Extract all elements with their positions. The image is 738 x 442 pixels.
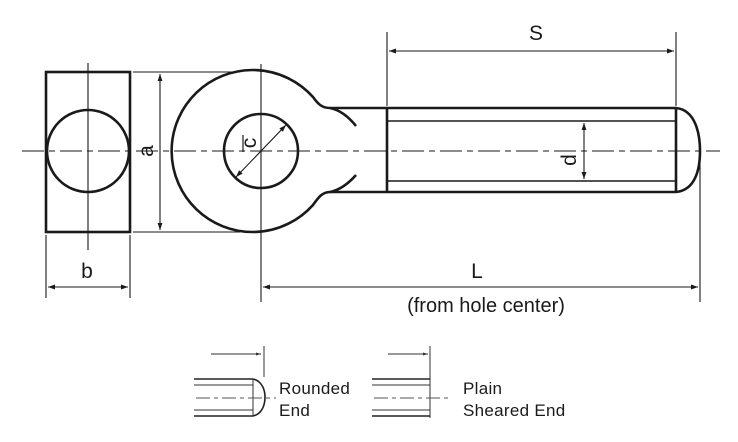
legend-rounded-label-line1: Rounded — [279, 379, 350, 398]
eye-outer-contour — [170, 68, 331, 234]
rounded-end — [675, 106, 702, 194]
dim-l-label: L — [471, 260, 483, 283]
dim-a-label: a — [135, 145, 158, 157]
side-view — [44, 63, 132, 250]
legend-rounded-label-line2: End — [279, 401, 310, 420]
dim-s-label: S — [529, 22, 543, 45]
dim-d-label: d — [558, 154, 581, 166]
eye — [170, 64, 387, 302]
eye-neck-curve-bottom — [329, 174, 357, 194]
dim-l-note: (from hole center) — [407, 295, 565, 317]
threaded-shank — [385, 106, 702, 194]
dimension-c: c — [235, 124, 287, 178]
legend-plain-label-line2: Sheared End — [463, 401, 566, 420]
dim-b-label: b — [81, 260, 93, 283]
eye-neck-curve-top — [329, 106, 358, 127]
legend-rounded-end: Rounded End — [194, 346, 350, 420]
legend-plain-sheared-end: Plain Sheared End — [372, 346, 566, 420]
dimension-s: S — [386, 22, 677, 106]
dimension-d: d — [558, 123, 587, 179]
dim-c-label: c — [238, 138, 261, 149]
legend-plain-label-line1: Plain — [463, 379, 502, 398]
dim-c-line — [235, 124, 287, 178]
dimension-a: a — [133, 71, 240, 233]
dimension-l: L (from hole center) — [263, 156, 701, 317]
legend-rounded-end-cap — [252, 378, 266, 417]
dimension-b: b — [45, 235, 131, 298]
